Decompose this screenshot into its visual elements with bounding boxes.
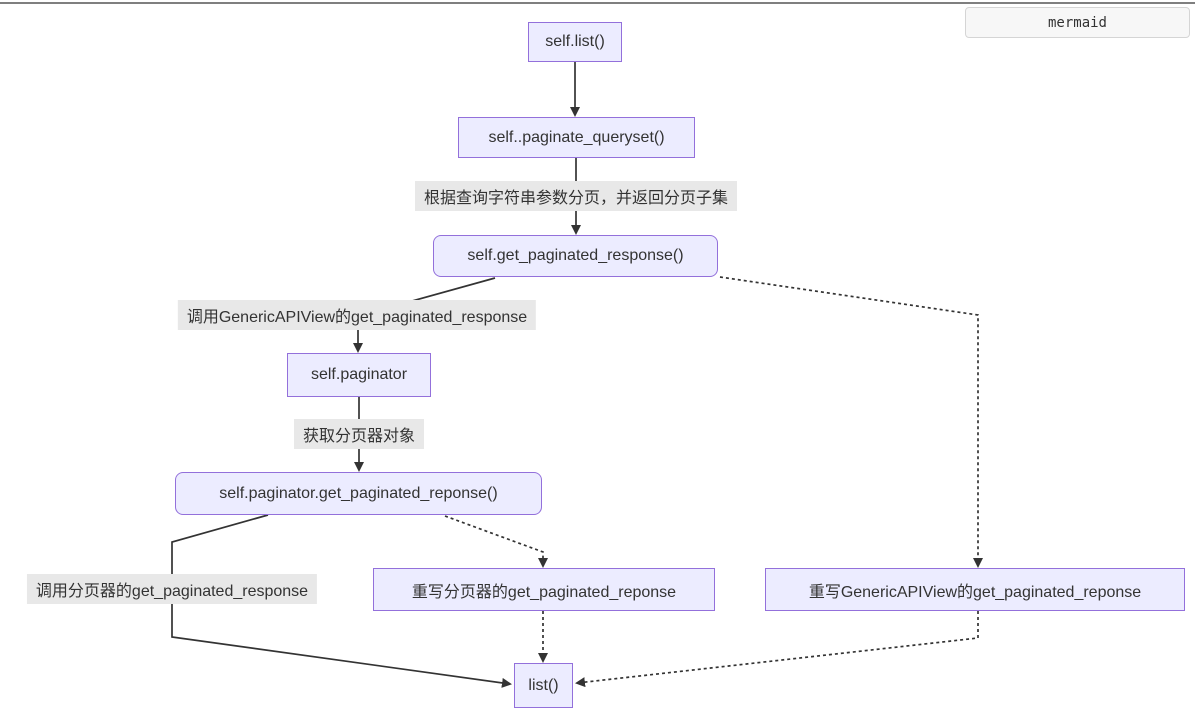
- node-paginator: self.paginator: [287, 353, 431, 397]
- node-override-genericapiview: 重写GenericAPIView的get_paginated_reponse: [765, 568, 1185, 611]
- edge-get-paginated-response-to-override-genericapiview: [719, 276, 983, 568]
- edge-label-call-generic: 调用GenericAPIView的get_paginated_response: [177, 300, 537, 330]
- node-paginate-queryset: self..paginate_queryset(): [458, 117, 695, 158]
- edge-label-call-paginator: 调用分页器的get_paginated_response: [26, 574, 318, 604]
- edge-override-genericapiview-to-list-fn: [575, 611, 979, 688]
- node-self-list: self.list(): [528, 22, 622, 62]
- mermaid-badge: mermaid: [965, 7, 1190, 38]
- edge-label-paginate: 根据查询字符串参数分页，并返回分页子集: [414, 181, 738, 211]
- node-list-fn: list(): [514, 663, 573, 708]
- edge-label-get-paginator-obj: 获取分页器对象: [293, 419, 425, 449]
- edge-paginator-get-paginated-reponse-to-override-paginator: [444, 515, 548, 568]
- node-override-paginator: 重写分页器的get_paginated_reponse: [373, 568, 715, 611]
- node-get-paginated-response: self.get_paginated_response(): [433, 235, 718, 277]
- node-paginator-get-paginated-reponse: self.paginator.get_paginated_reponse(): [175, 472, 542, 515]
- top-divider: [0, 2, 1195, 4]
